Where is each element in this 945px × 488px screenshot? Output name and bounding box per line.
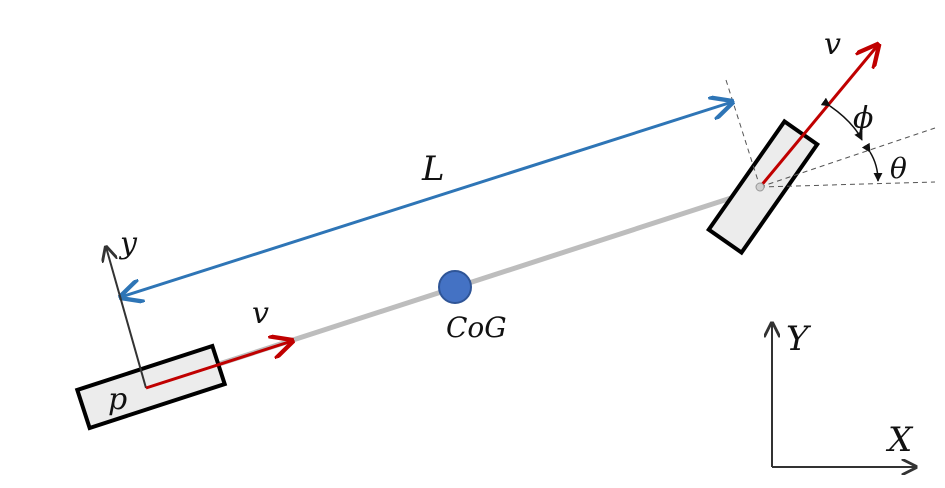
front-velocity-label: v <box>824 27 841 62</box>
front-velocity-arrow <box>758 45 878 188</box>
heading-angle-label: θ <box>890 152 907 185</box>
wheelbase-arrow <box>121 102 732 297</box>
local-y-label: y <box>118 226 138 261</box>
rear-point-label: p <box>108 382 127 417</box>
wheelbase-label: L <box>421 149 445 189</box>
heading-angle-arc <box>861 142 883 182</box>
heading-reference-dashed <box>759 127 936 188</box>
horizontal-reference-dashed <box>759 181 936 188</box>
center-of-gravity-marker <box>438 270 472 304</box>
local-y-axis-arrow <box>106 247 147 389</box>
steering-angle-label: ϕ <box>853 101 873 136</box>
rear-velocity-arrow <box>145 341 292 390</box>
global-x-label: X <box>885 420 914 460</box>
front-axle-pivot <box>755 182 765 192</box>
steering-angle-arc <box>820 97 863 141</box>
rear-velocity-label: v <box>252 296 269 331</box>
global-y-label: Y <box>786 319 812 359</box>
center-of-gravity-label: CoG <box>446 311 507 344</box>
